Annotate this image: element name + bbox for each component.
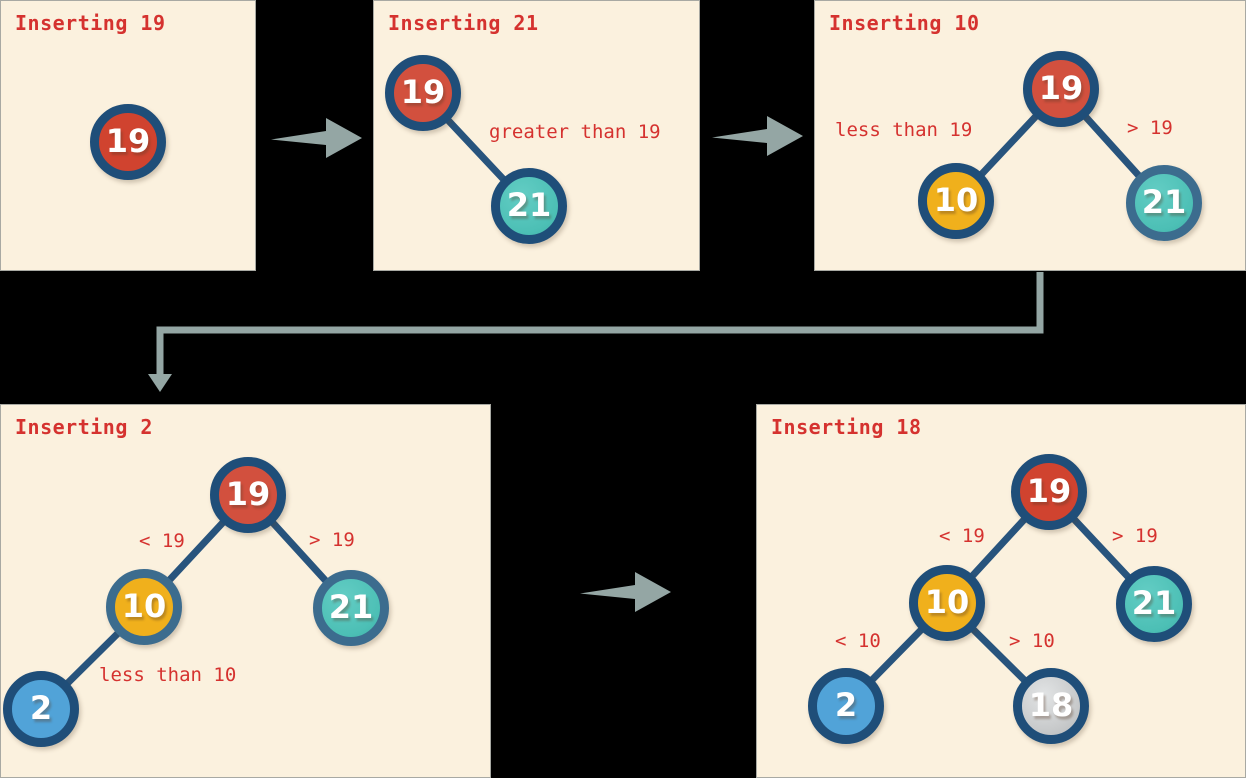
panel-title: Inserting 19 bbox=[15, 11, 166, 35]
arrow-panel1-to-panel2 bbox=[271, 112, 363, 164]
tree-node-10[interactable]: 10 bbox=[106, 569, 182, 645]
tree-node-19[interactable]: 19 bbox=[210, 457, 286, 533]
arrow-panel4-to-panel5 bbox=[580, 566, 672, 618]
tree-node-19[interactable]: 19 bbox=[1011, 454, 1087, 530]
panel-title: Inserting 18 bbox=[771, 415, 922, 439]
arrow-right-icon bbox=[712, 116, 803, 156]
edge-label: > 19 bbox=[1127, 117, 1173, 139]
panel-insert-18: Inserting 18 19 10 21 2 18 < 19 > 19 < 10 > 10 bbox=[756, 404, 1246, 778]
tree-node-19[interactable]: 19 bbox=[1023, 51, 1099, 127]
edge-label: less than 19 bbox=[835, 119, 973, 141]
tree-node-10[interactable]: 10 bbox=[918, 163, 994, 239]
edge-label: > 19 bbox=[1112, 525, 1158, 547]
panel-insert-19: Inserting 19 19 bbox=[0, 0, 256, 271]
edge-label: < 19 bbox=[139, 530, 185, 552]
edge-label: less than 10 bbox=[99, 664, 237, 686]
arrow-right-icon bbox=[271, 118, 362, 158]
arrow-right-icon bbox=[580, 572, 671, 612]
tree-graph: 19 10 21 2 18 < 19 > 19 < 10 > 10 bbox=[757, 405, 1245, 777]
tree-node-21[interactable]: 21 bbox=[313, 570, 389, 646]
panel-title: Inserting 10 bbox=[829, 11, 980, 35]
panel-title: Inserting 2 bbox=[15, 415, 153, 439]
tree-node-value: 10 bbox=[924, 583, 970, 621]
tree-node-value: 19 bbox=[400, 73, 446, 111]
panel-insert-2: Inserting 2 19 10 21 2 < 19 > 19 less than 10 bbox=[0, 404, 491, 778]
tree-graph: 19 21 greater than 19 bbox=[374, 1, 699, 270]
tree-node-10[interactable]: 10 bbox=[909, 565, 985, 641]
tree-node-value: 2 bbox=[29, 689, 53, 727]
tree-node-value: 21 bbox=[1141, 183, 1187, 221]
tree-node-2[interactable]: 2 bbox=[808, 668, 884, 744]
edge-label: > 19 bbox=[309, 529, 355, 551]
edge-label: < 10 bbox=[835, 630, 881, 652]
tree-graph: 19 10 21 less than 19 > 19 bbox=[815, 1, 1245, 270]
tree-node-21[interactable]: 21 bbox=[1116, 566, 1192, 642]
tree-graph: 19 bbox=[1, 1, 255, 270]
tree-node-value: 19 bbox=[105, 122, 151, 160]
tree-node-18[interactable]: 18 bbox=[1013, 668, 1089, 744]
panel-insert-21: Inserting 21 19 21 greater than 19 bbox=[373, 0, 700, 271]
edge-label: < 19 bbox=[939, 525, 985, 547]
tree-node-value: 10 bbox=[933, 181, 979, 219]
tree-node-19[interactable]: 19 bbox=[385, 55, 461, 131]
tree-graph: 19 10 21 2 < 19 > 19 less than 10 bbox=[1, 405, 490, 777]
tree-node-value: 21 bbox=[1131, 584, 1177, 622]
tree-node-value: 19 bbox=[225, 475, 271, 513]
tree-node-value: 21 bbox=[328, 588, 374, 626]
tree-node-19[interactable]: 19 bbox=[90, 104, 166, 180]
tree-node-value: 19 bbox=[1026, 472, 1072, 510]
tree-node-value: 18 bbox=[1028, 686, 1074, 724]
tree-node-value: 10 bbox=[121, 587, 167, 625]
tree-node-value: 19 bbox=[1038, 69, 1084, 107]
tree-node-2[interactable]: 2 bbox=[3, 671, 79, 747]
tree-node-value: 2 bbox=[834, 686, 858, 724]
edge-label: greater than 19 bbox=[489, 121, 661, 143]
panel-title: Inserting 21 bbox=[388, 11, 539, 35]
tree-node-21[interactable]: 21 bbox=[491, 168, 567, 244]
panel-insert-10: Inserting 10 19 10 21 less than 19 > 19 bbox=[814, 0, 1246, 271]
edge-label: > 10 bbox=[1009, 630, 1055, 652]
tree-node-value: 21 bbox=[506, 186, 552, 224]
tree-node-21[interactable]: 21 bbox=[1126, 165, 1202, 241]
arrow-panel2-to-panel3 bbox=[712, 110, 804, 162]
